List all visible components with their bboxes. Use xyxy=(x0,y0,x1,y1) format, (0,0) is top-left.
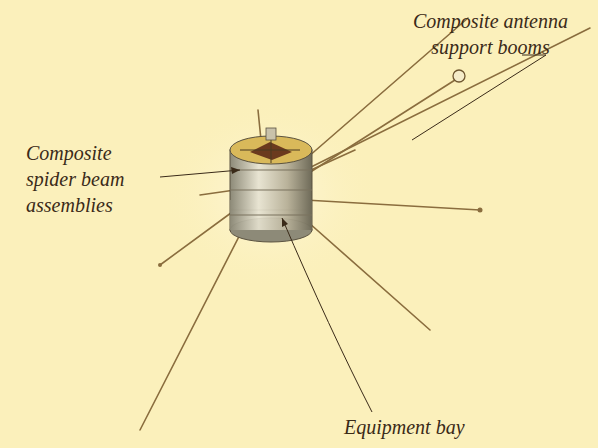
part-label: Equipment bay xyxy=(344,414,564,440)
part-label: Composite antenna support booms xyxy=(398,8,583,60)
part-label: Composite spider beam assemblies xyxy=(26,140,160,218)
